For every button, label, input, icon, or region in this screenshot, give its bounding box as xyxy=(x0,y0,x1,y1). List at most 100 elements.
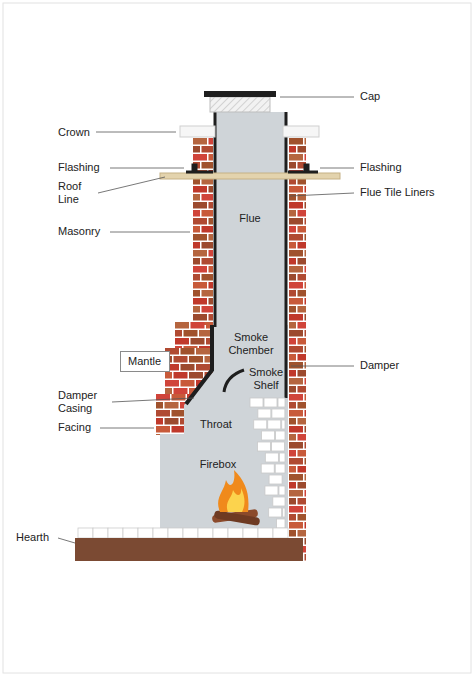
part-label: Flue xyxy=(215,212,285,225)
brick xyxy=(193,194,200,201)
part-label: Flue Tile Liners xyxy=(360,186,435,199)
brick xyxy=(193,282,207,289)
brick xyxy=(165,388,172,394)
brick xyxy=(305,458,307,465)
brick xyxy=(305,138,307,145)
brick xyxy=(181,364,195,371)
leader-lines xyxy=(58,97,354,543)
brick xyxy=(289,370,296,377)
roof-line xyxy=(160,173,340,179)
brick xyxy=(193,186,207,193)
brick xyxy=(193,274,200,281)
brick xyxy=(289,394,303,401)
brick xyxy=(289,138,303,145)
brick xyxy=(298,354,307,361)
brick xyxy=(305,186,307,193)
brick xyxy=(289,194,296,201)
brick xyxy=(193,218,207,225)
brick xyxy=(193,258,200,265)
brick xyxy=(289,154,303,161)
hearth-tile xyxy=(183,528,198,538)
firebrick-block xyxy=(279,453,285,462)
brick xyxy=(305,154,307,161)
firebrick-block xyxy=(265,486,278,495)
brick xyxy=(174,356,188,363)
brick xyxy=(305,266,307,273)
part-label: Facing xyxy=(58,421,91,434)
brick xyxy=(165,418,179,425)
firebrick-block xyxy=(250,398,263,407)
brick xyxy=(189,372,203,379)
brick xyxy=(156,410,170,417)
brick xyxy=(289,146,296,153)
brick xyxy=(193,226,200,233)
brick xyxy=(156,418,163,425)
brick xyxy=(305,506,307,513)
brick xyxy=(289,162,296,169)
brick xyxy=(193,306,200,313)
firebrick-block xyxy=(257,442,270,451)
firebrick-block xyxy=(276,431,285,440)
brick xyxy=(298,370,307,377)
brick xyxy=(193,290,200,297)
brick xyxy=(305,234,307,241)
brick xyxy=(289,298,303,305)
firebrick-block xyxy=(261,464,274,473)
brick xyxy=(289,474,303,481)
brick xyxy=(184,346,198,348)
part-label: Hearth xyxy=(16,531,49,544)
brick xyxy=(193,202,207,209)
brick xyxy=(289,210,296,217)
firebrick-block xyxy=(279,486,285,495)
flue-liner xyxy=(285,112,288,398)
brick xyxy=(172,426,186,433)
brick xyxy=(193,242,200,249)
brick xyxy=(305,538,307,545)
brick xyxy=(305,442,307,449)
brick xyxy=(305,378,307,385)
brick xyxy=(196,348,210,355)
firebrick-block xyxy=(268,420,281,429)
hearth-tile xyxy=(153,528,168,538)
label-box: Mantle xyxy=(120,351,170,372)
brick xyxy=(298,258,307,265)
brick xyxy=(165,372,172,379)
brick xyxy=(305,522,307,529)
brick xyxy=(289,290,296,297)
brick xyxy=(202,290,214,297)
brick xyxy=(289,442,303,449)
hearth-tile xyxy=(213,528,228,538)
brick xyxy=(174,372,188,379)
brick xyxy=(175,330,182,337)
brick xyxy=(305,394,307,401)
frame xyxy=(3,3,471,673)
brick xyxy=(209,138,214,145)
brick xyxy=(298,210,307,217)
hearth-tiles xyxy=(78,528,288,538)
brick xyxy=(298,242,307,249)
node-text: Mantle xyxy=(128,355,162,368)
hearth-tile xyxy=(108,528,123,538)
brick xyxy=(298,466,307,473)
firebrick-block xyxy=(269,508,282,517)
hearth-tile xyxy=(138,528,153,538)
brick xyxy=(209,202,214,209)
part-label: Damper Casing xyxy=(58,389,110,415)
brick xyxy=(209,154,214,161)
firebrick-block xyxy=(254,420,267,429)
part-label: Cap xyxy=(360,90,380,103)
brick xyxy=(209,266,214,273)
firebrick-block xyxy=(278,398,285,407)
brick xyxy=(289,282,303,289)
brick xyxy=(289,434,296,441)
brick xyxy=(289,218,303,225)
brick xyxy=(289,274,296,281)
brick xyxy=(289,202,303,209)
brick xyxy=(305,314,307,321)
cap xyxy=(210,97,270,112)
firebrick-block xyxy=(282,420,285,429)
firebrick-block xyxy=(258,409,271,418)
brick xyxy=(209,298,214,305)
